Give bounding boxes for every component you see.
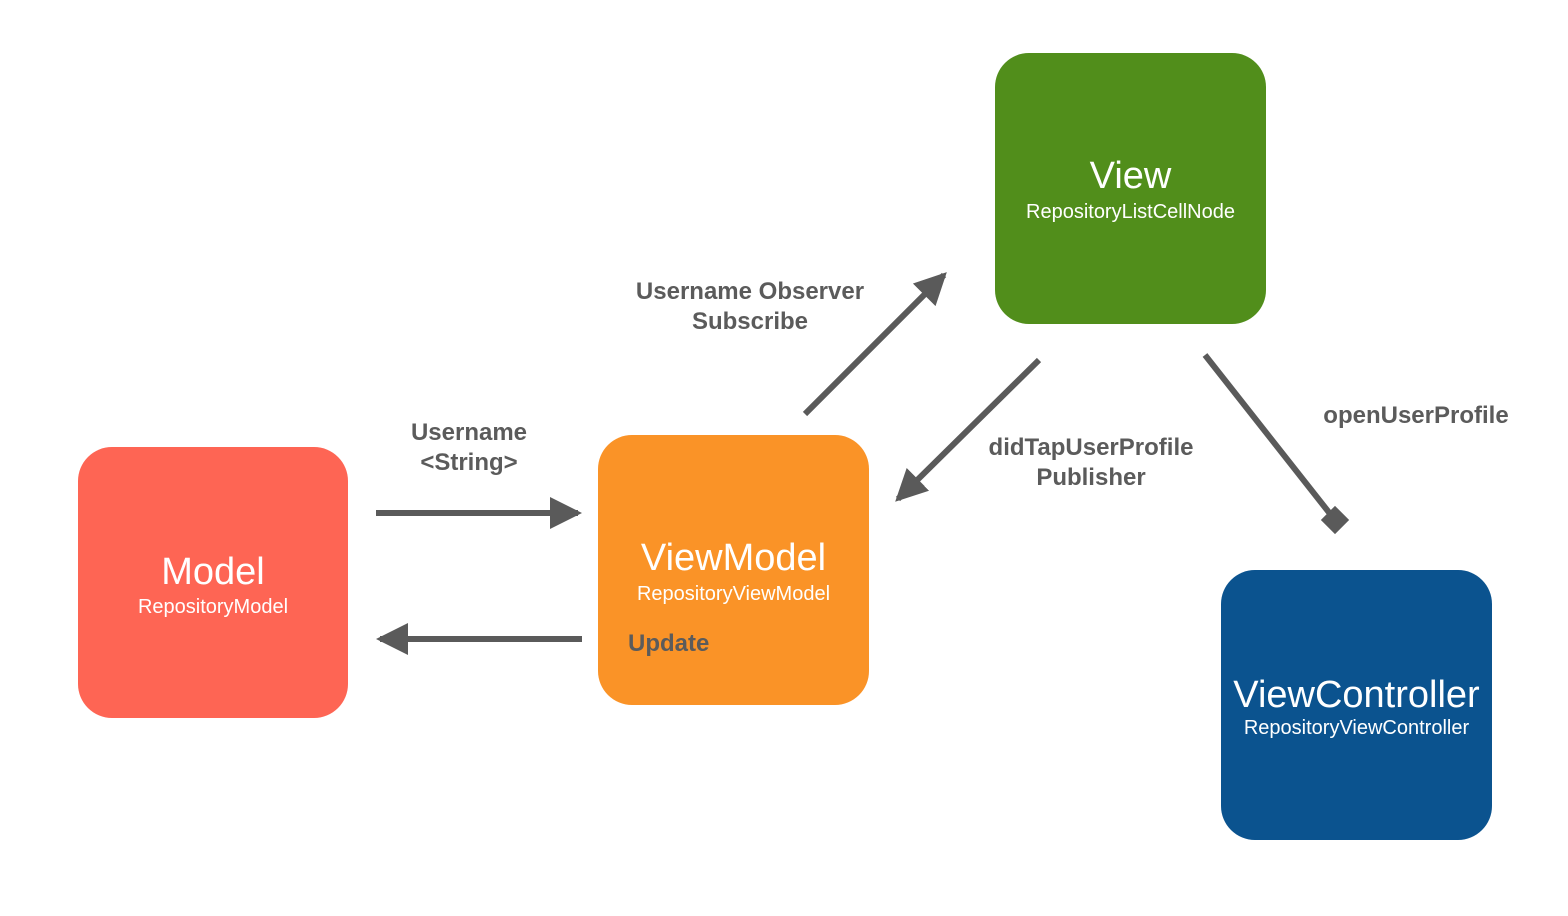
viewmodel-update-label: Update bbox=[628, 630, 710, 657]
edge-label-username-line1: Username bbox=[410, 419, 528, 446]
view-node: View RepositoryListCellNode bbox=[995, 53, 1266, 324]
edge-label-observer-line1: Username Observer bbox=[635, 278, 865, 305]
connector-view-to-viewcontroller bbox=[1202, 353, 1334, 517]
edge-label-open-profile-line1: openUserProfile bbox=[1323, 402, 1509, 429]
edge-label-username: Username <String> bbox=[369, 418, 569, 478]
view-subtitle: RepositoryListCellNode bbox=[1026, 201, 1235, 223]
viewmodel-subtitle: RepositoryViewModel bbox=[636, 583, 831, 605]
edge-label-observer-line2: Subscribe bbox=[691, 308, 809, 335]
viewcontroller-title: ViewController bbox=[1233, 674, 1480, 716]
viewmodel-node: ViewModel RepositoryViewModel bbox=[598, 435, 869, 705]
viewmodel-title: ViewModel bbox=[640, 537, 827, 579]
view-title: View bbox=[1089, 155, 1172, 197]
arrow-viewmodel-to-view bbox=[802, 272, 947, 417]
model-node: Model RepositoryModel bbox=[78, 447, 348, 718]
edge-label-observer: Username Observer Subscribe bbox=[610, 277, 890, 337]
edge-label-open-profile: openUserProfile bbox=[1306, 401, 1526, 431]
model-title: Model bbox=[161, 551, 265, 593]
viewcontroller-subtitle: RepositoryViewController bbox=[1243, 717, 1470, 739]
edge-label-publisher-line1: didTapUserProfile bbox=[988, 434, 1194, 461]
diamond-end-marker bbox=[1320, 505, 1350, 535]
edge-label-publisher: didTapUserProfile Publisher bbox=[960, 433, 1222, 493]
edge-label-username-line2: <String> bbox=[420, 449, 518, 476]
viewcontroller-node: ViewController RepositoryViewController bbox=[1221, 570, 1492, 840]
arrow-view-to-viewmodel bbox=[895, 357, 1042, 502]
edge-label-publisher-line2: Publisher bbox=[1036, 464, 1146, 491]
model-subtitle: RepositoryModel bbox=[137, 596, 289, 618]
